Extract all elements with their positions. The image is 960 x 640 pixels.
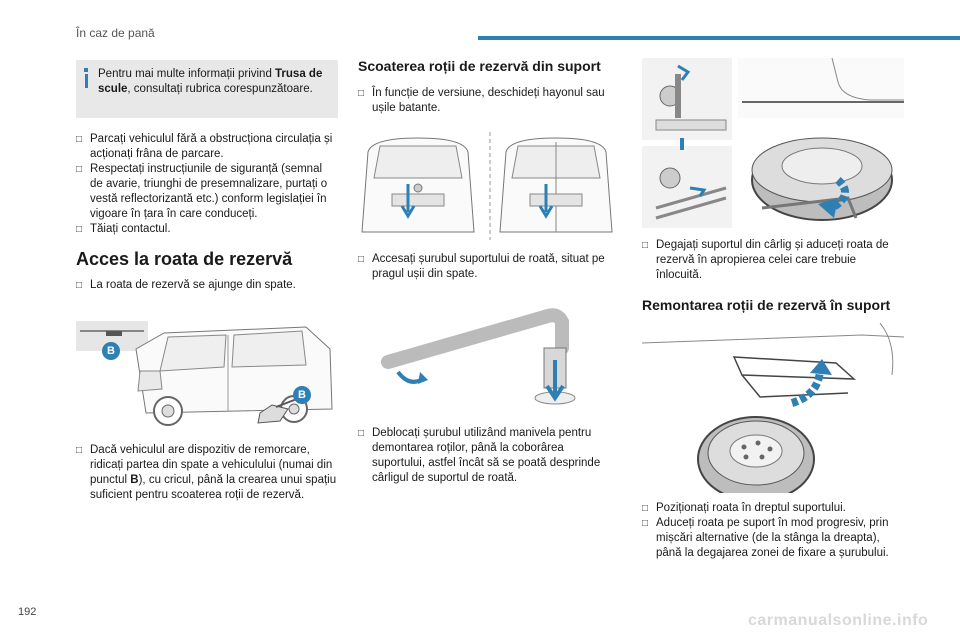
info-box: Pentru mai multe informații privind Trus… — [76, 60, 338, 118]
section-title: Remontarea roții de rezervă în suport — [642, 297, 891, 313]
checkbox-bullet-icon: □ — [76, 164, 83, 175]
refit-wheel-illustration — [641, 322, 905, 502]
access-list: □La roata de rezervă se ajunge din spate… — [76, 278, 338, 293]
section-title: Scoaterea roții de rezervă din suport — [358, 58, 601, 74]
van-rear-figure — [358, 132, 620, 240]
van-jack-figure: B B — [76, 309, 338, 431]
removal-list-3: □Deblocați șurubul utilizând manivela pe… — [358, 426, 620, 486]
van-rear-illustration — [361, 132, 613, 240]
checkbox-bullet-icon: □ — [76, 134, 83, 145]
checkbox-bullet-icon: □ — [76, 224, 83, 235]
removal-list-1: □În funcție de versiune, deschideți hayo… — [358, 86, 620, 116]
checkbox-bullet-icon: □ — [642, 240, 649, 251]
checkbox-bullet-icon: □ — [358, 254, 365, 265]
list-item: □Respectați instrucțiunile de siguranță … — [76, 163, 328, 220]
list-item: □Deblocați șurubul utilizând manivela pe… — [358, 427, 601, 484]
checkbox-bullet-icon: □ — [76, 280, 83, 291]
header-accent-bar — [478, 36, 960, 40]
column-1: Pentru mai multe informații privind Trus… — [76, 60, 338, 503]
crank-figure — [358, 296, 620, 416]
list-item: □Tăiați contactul. — [76, 223, 171, 235]
list-item: □În funcție de versiune, deschideți hayo… — [358, 87, 605, 114]
hook-release-figure — [642, 57, 904, 228]
checkbox-bullet-icon: □ — [358, 428, 365, 439]
list-item: □Degajați suportul din cârlig și aduceți… — [642, 239, 889, 281]
tow-list: □Dacă vehiculul are dispozitiv de remorc… — [76, 443, 338, 503]
removal-list-4: □Degajați suportul din cârlig și aduceți… — [642, 238, 904, 283]
refit-wheel-figure — [641, 322, 905, 502]
list-item: □Parcați vehiculul fără a obstrucționa c… — [76, 133, 333, 160]
removal-list-2: □Accesați șurubul suportului de roată, s… — [358, 252, 620, 282]
van-illustration — [76, 321, 333, 426]
section-title: Acces la roata de rezervă — [76, 249, 293, 269]
list-item: □La roata de rezervă se ajunge din spate… — [76, 279, 296, 291]
point-b-badge: B — [293, 386, 311, 404]
checkbox-bullet-icon: □ — [76, 445, 83, 456]
checkbox-bullet-icon: □ — [358, 88, 365, 99]
list-item: □Poziționați roata în dreptul suportului… — [642, 502, 846, 514]
info-icon — [82, 68, 90, 90]
info-text: Pentru mai multe informații privind Trus… — [98, 68, 323, 95]
column-3: □Degajați suportul din cârlig și aduceți… — [641, 57, 905, 561]
list-item: □Aduceți roata pe suport în mod progresi… — [642, 517, 889, 559]
column-2: Scoaterea roții de rezervă din suport □Î… — [358, 58, 620, 486]
crank-illustration — [381, 308, 576, 405]
hook-release-illustration — [642, 57, 904, 228]
point-b-badge: B — [102, 342, 120, 360]
list-item: □Dacă vehiculul are dispozitiv de remorc… — [76, 444, 337, 501]
refit-list: □Poziționați roata în dreptul suportului… — [642, 501, 904, 561]
page-number: 192 — [18, 606, 37, 618]
checkbox-bullet-icon: □ — [642, 518, 649, 529]
preparation-list: □Parcați vehiculul fără a obstrucționa c… — [76, 132, 338, 237]
list-item: □Accesați șurubul suportului de roată, s… — [358, 253, 605, 280]
checkbox-bullet-icon: □ — [642, 503, 649, 514]
page-header-title: În caz de pană — [76, 26, 155, 40]
watermark: carmanualsonline.info — [748, 612, 929, 629]
